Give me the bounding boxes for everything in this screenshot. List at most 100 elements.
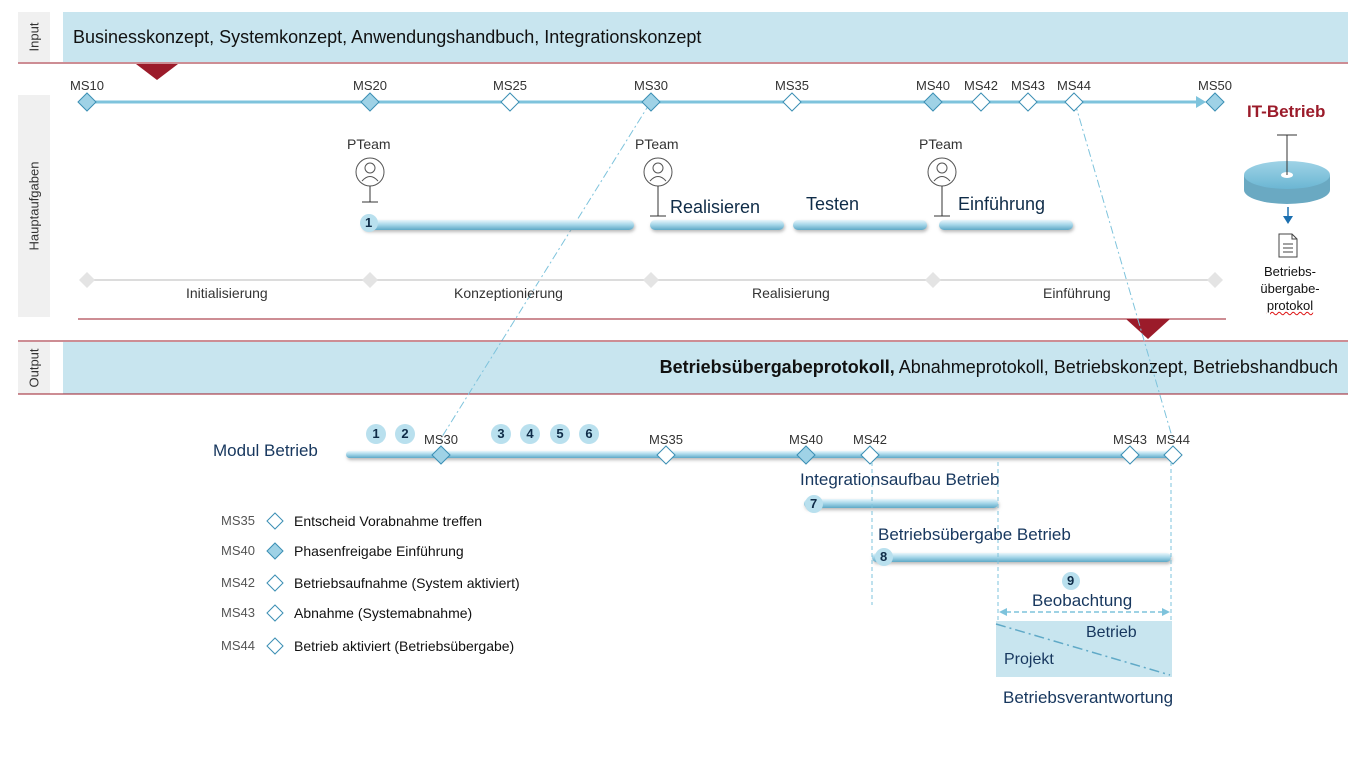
- milestone-label-ms30: MS30: [634, 78, 668, 93]
- modul-badge-4: [520, 424, 540, 444]
- pteam-label-3: PTeam: [919, 136, 963, 152]
- legend-diamond-ms43: [266, 604, 284, 622]
- modul-milestone-label-ms43: MS43: [1113, 432, 1147, 447]
- input-band: Businesskonzept, Systemkonzept, Anwendun…: [63, 12, 1348, 62]
- milestone-diamond-ms35: [782, 92, 802, 112]
- modul-timeline-bar: [346, 451, 1176, 458]
- modul-milestone-label-ms44: MS44: [1156, 432, 1190, 447]
- milestone-diamond-ms40: [923, 92, 943, 112]
- pteam-label-1: PTeam: [347, 136, 391, 152]
- milestone-label-ms25: MS25: [493, 78, 527, 93]
- phase-label-initialisierung: Initialisierung: [186, 285, 268, 301]
- subtask-7-badge: [805, 495, 823, 513]
- modul-milestone-label-ms35: MS35: [649, 432, 683, 447]
- legend-diamond-ms44: [266, 637, 284, 655]
- document-icon: [1278, 233, 1298, 258]
- modul-milestone-diamond-ms43: [1120, 445, 1140, 465]
- modul-badge-number-4: 4: [526, 426, 534, 441]
- legend-desc-ms35: Entscheid Vorabnahme treffen: [294, 513, 483, 529]
- legend-desc-ms40: Phasenfreigabe Einführung: [294, 543, 464, 559]
- modul-milestone-diamond-ms35: [656, 445, 676, 465]
- connector-ms44: [1074, 102, 1174, 441]
- main-timeline-arrowhead: [1196, 96, 1206, 108]
- milestone-diamond-ms42: [971, 92, 991, 112]
- modul-milestone-label-ms42: MS42: [853, 432, 887, 447]
- pteam-label-2: PTeam: [635, 136, 679, 152]
- pteam-icon-1: [355, 157, 385, 203]
- modul-milestone-label-ms40: MS40: [789, 432, 823, 447]
- milestone-label-ms43: MS43: [1011, 78, 1045, 93]
- output-band-bold: Betriebsübergabeprotokoll,: [659, 357, 895, 377]
- subtask-bar-uebergabe: [872, 553, 1171, 562]
- modul-badge-6: [579, 424, 599, 444]
- task-bar-testen: [793, 220, 927, 230]
- beobachtung-arrow: [999, 608, 1170, 616]
- milestone-label-ms10: MS10: [70, 78, 104, 93]
- legend-code-ms44: MS44: [221, 638, 255, 653]
- responsibility-betrieb: Betrieb: [1086, 624, 1137, 641]
- phase-diamonds: [79, 272, 1223, 288]
- section-main: Hauptaufgaben: [18, 95, 50, 317]
- task-bar-1: [362, 220, 634, 230]
- modul-number-badges: [366, 424, 599, 444]
- doc-caption-line1: Betriebs-: [1263, 264, 1317, 279]
- section-output: Output: [18, 342, 50, 394]
- modul-milestone-label-ms30: MS30: [424, 432, 458, 447]
- milestone-label-ms42: MS42: [964, 78, 998, 93]
- task-1-number: 1: [365, 215, 373, 230]
- phase-label-realisierung: Realisierung: [752, 285, 830, 301]
- subtask-9-number: 9: [1067, 573, 1075, 588]
- phase-label-einfuehrung: Einführung: [1043, 285, 1111, 301]
- task-1-badge: [360, 214, 378, 232]
- modul-milestones: [431, 445, 1183, 465]
- output-band-text: Betriebsübergabeprotokoll, Abnahmeprotok…: [660, 357, 1338, 378]
- subtask-label-beobachtung: Beobachtung: [1032, 591, 1133, 610]
- modul-badge-number-1: 1: [372, 426, 380, 441]
- responsibility-box: [996, 621, 1172, 677]
- output-band: Betriebsübergabeprotokoll, Abnahmeprotok…: [63, 342, 1348, 394]
- milestone-label-ms40: MS40: [916, 78, 950, 93]
- legend-diamonds: [266, 512, 284, 655]
- legend-diamond-ms42: [266, 574, 284, 592]
- output-band-rest: Abnahmeprotokoll, Betriebskonzept, Betri…: [894, 357, 1338, 377]
- subtask-label-integration: Integrationsaufbau Betrieb: [800, 470, 1000, 489]
- doc-caption-line3: protokol: [1266, 298, 1314, 313]
- main-milestones: [77, 92, 1225, 112]
- modul-badge-2: [395, 424, 415, 444]
- output-marker-triangle: [1126, 319, 1170, 339]
- modul-badge-number-2: 2: [401, 426, 409, 441]
- subtask-9-badge: [1062, 572, 1080, 590]
- legend-diamond-ms35: [266, 512, 284, 530]
- milestone-diamond-ms25: [500, 92, 520, 112]
- phase-label-konzeptionierung: Konzeptionierung: [454, 285, 563, 301]
- task-bar-einfuehrung: [939, 220, 1073, 230]
- milestone-diamond-ms20: [360, 92, 380, 112]
- subtask-8-number: 8: [880, 549, 888, 564]
- milestone-label-ms20: MS20: [353, 78, 387, 93]
- modul-milestone-diamond-ms30: [431, 445, 451, 465]
- legend-code-ms43: MS43: [221, 605, 255, 620]
- task-label-realisieren: Realisieren: [670, 197, 761, 217]
- input-band-text: Businesskonzept, Systemkonzept, Anwendun…: [73, 27, 702, 47]
- legend-desc-ms42: Betriebsaufnahme (System aktiviert): [294, 575, 520, 591]
- legend-code-ms40: MS40: [221, 543, 255, 558]
- subtask-7-number: 7: [810, 496, 818, 511]
- legend-code-ms35: MS35: [221, 513, 255, 528]
- milestone-diamond-ms30: [641, 92, 661, 112]
- milestone-diamond-ms44: [1064, 92, 1084, 112]
- modul-badge-3: [491, 424, 511, 444]
- legend-diamond-ms40: [266, 542, 284, 560]
- input-marker-triangle: [136, 64, 178, 80]
- modul-milestone-diamond-ms44: [1163, 445, 1183, 465]
- subtask-label-uebergabe: Betriebsübergabe Betrieb: [878, 525, 1071, 544]
- subtask-bar-integration: [804, 499, 998, 508]
- connector-ms30: [439, 102, 651, 441]
- responsibility-projekt: Projekt: [1004, 651, 1054, 668]
- milestone-diamond-ms43: [1018, 92, 1038, 112]
- it-betrieb-title: IT-Betrieb: [1247, 102, 1326, 121]
- modul-badge-number-6: 6: [585, 426, 593, 441]
- milestone-label-ms35: MS35: [775, 78, 809, 93]
- milestone-diamond-ms10: [77, 92, 97, 112]
